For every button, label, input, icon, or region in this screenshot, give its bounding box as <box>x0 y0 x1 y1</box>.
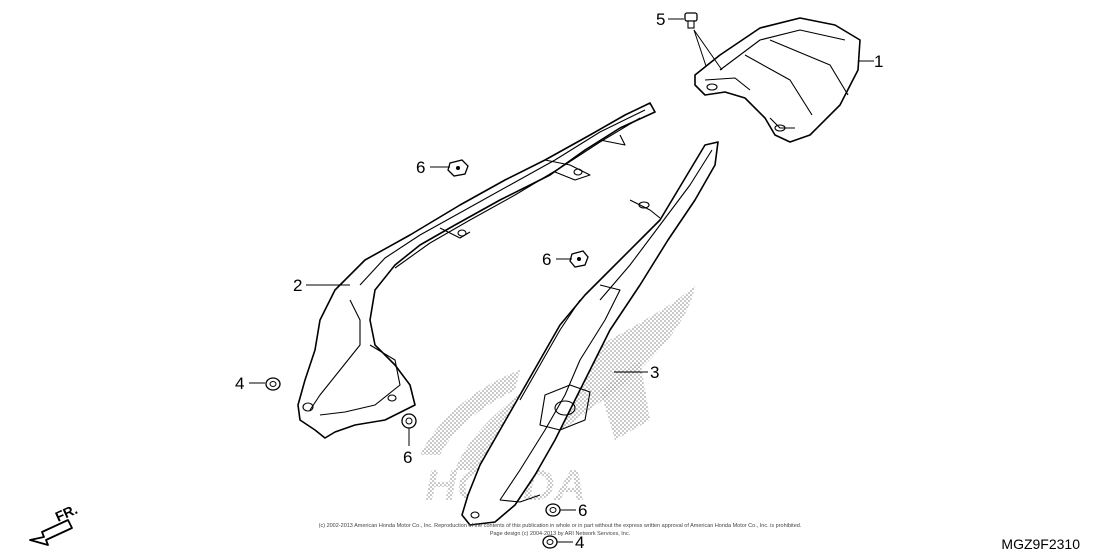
part-2-left-side-cover <box>297 102 656 439</box>
callout-3: 3 <box>650 363 659 382</box>
callout-6-bottom: 6 <box>578 501 587 520</box>
callout-6-middle: 6 <box>542 250 551 269</box>
callout-2: 2 <box>293 276 302 295</box>
callout-6-top: 6 <box>416 158 425 177</box>
diagram-code: MGZ9F2310 <box>1001 536 1080 552</box>
clip-6-lower-left <box>401 413 417 429</box>
callout-4-bottom: 4 <box>575 533 584 552</box>
grommet-4-bottom <box>542 535 558 549</box>
copyright-line-1: (c) 2002-2013 American Honda Motor Co., … <box>319 523 802 529</box>
part-3-right-side-cover <box>461 141 719 526</box>
front-direction-arrow: FR. <box>29 501 80 546</box>
clip-6-top <box>447 159 469 177</box>
copyright-line-2: Page design (c) 2004-2013 by ARI Network… <box>490 531 631 537</box>
part-1-rear-center-cowl <box>694 17 861 143</box>
callout-1: 1 <box>874 52 883 71</box>
fr-label: FR. <box>53 501 80 525</box>
callout-4-left: 4 <box>235 374 244 393</box>
clip-6-bottom <box>545 503 561 517</box>
grommet-4-left <box>265 377 281 391</box>
clip-6-middle <box>569 250 589 268</box>
leader-lines <box>249 18 874 543</box>
bolt-5 <box>684 12 698 29</box>
callout-6-lower-left: 6 <box>403 448 412 467</box>
callout-5: 5 <box>656 10 665 29</box>
